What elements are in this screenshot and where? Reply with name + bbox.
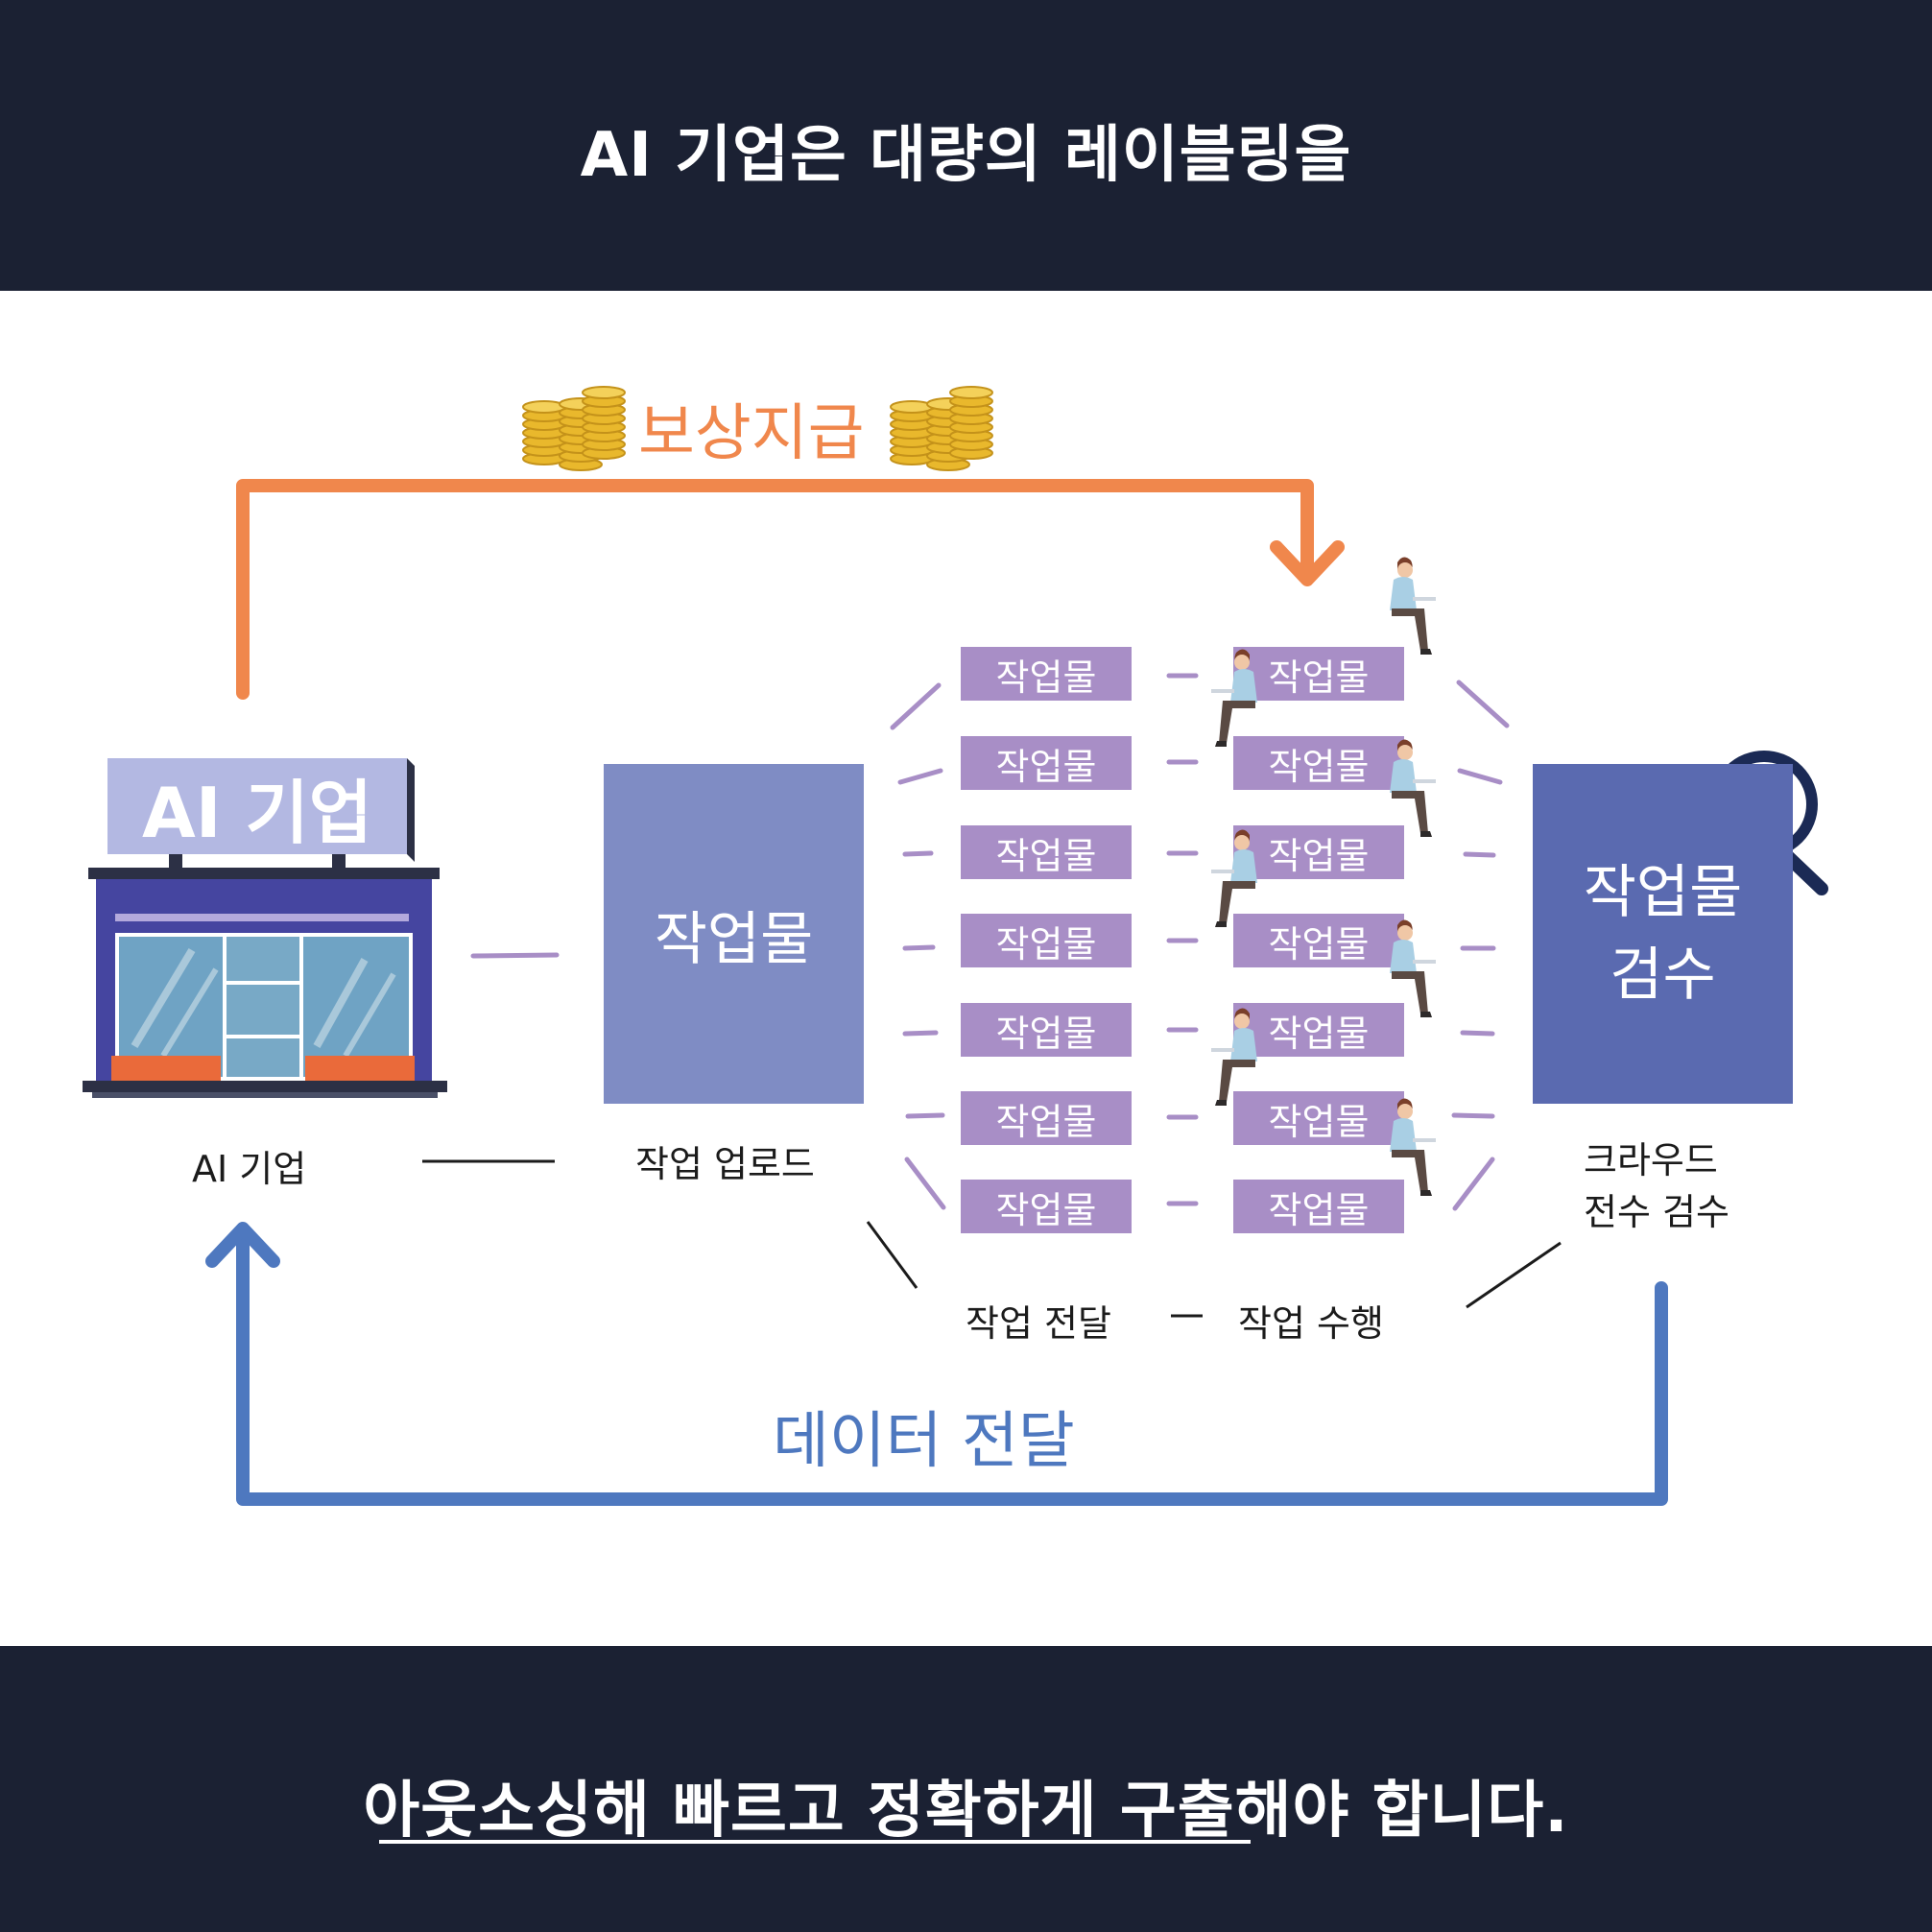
data-delivery-label: 데이터 전달 xyxy=(773,1406,1075,1477)
fan-lines-left xyxy=(890,682,946,1210)
work-item-left: 작업물 xyxy=(961,1003,1132,1057)
caption-connectors xyxy=(866,1221,1562,1318)
work-item-right: 작업물 xyxy=(1233,1180,1404,1233)
work-item-left: 작업물 xyxy=(961,736,1132,790)
work-item-right: 작업물 xyxy=(1233,1003,1404,1057)
footer-band xyxy=(0,1646,1932,1932)
reward-label: 보상지급 xyxy=(638,398,865,469)
work-item-right: 작업물 xyxy=(1233,647,1404,701)
store-icon xyxy=(83,758,447,1098)
inspection-box: 작업물 검수 xyxy=(1533,764,1793,1104)
connector-company-upload xyxy=(470,952,560,959)
perform-caption: 작업 수행 xyxy=(1238,1302,1384,1345)
work-item-left: 작업물 xyxy=(961,1091,1132,1145)
header-title: AI 기업은 대량의 레이블링을 xyxy=(580,120,1352,191)
coin-stack-icon xyxy=(522,386,626,471)
work-item-left: 작업물 xyxy=(961,647,1132,701)
work-item-left: 작업물 xyxy=(961,914,1132,967)
header-band xyxy=(0,0,1932,291)
dashes-middle xyxy=(1166,673,1199,1206)
work-item-left: 작업물 xyxy=(961,825,1132,879)
data-delivery-arrow xyxy=(205,1222,1668,1506)
upload-caption: 작업 업로드 xyxy=(635,1143,815,1185)
work-item-right: 작업물 xyxy=(1233,1091,1404,1145)
fan-lines-right xyxy=(1451,680,1510,1211)
inspection-caption-line2: 전수 검수 xyxy=(1584,1191,1729,1233)
work-item-left: 작업물 xyxy=(961,1180,1132,1233)
coin-stack-icon xyxy=(890,386,993,471)
upload-box: 작업물 xyxy=(604,764,864,1104)
footer-title: 아웃소싱해 빠르고 정확하게 구출해야 합니다. xyxy=(363,1776,1569,1847)
reward-arrow xyxy=(236,479,1345,700)
delivery-caption: 작업 전달 xyxy=(966,1302,1111,1345)
work-item-right: 작업물 xyxy=(1233,914,1404,967)
inspection-caption-line1: 크라우드 xyxy=(1584,1139,1718,1181)
company-sign: AI 기업 xyxy=(107,758,407,854)
company-caption: AI 기업 xyxy=(192,1148,307,1190)
work-item-right: 작업물 xyxy=(1233,825,1404,879)
work-item-right: 작업물 xyxy=(1233,736,1404,790)
footer-underline xyxy=(379,1840,1251,1844)
